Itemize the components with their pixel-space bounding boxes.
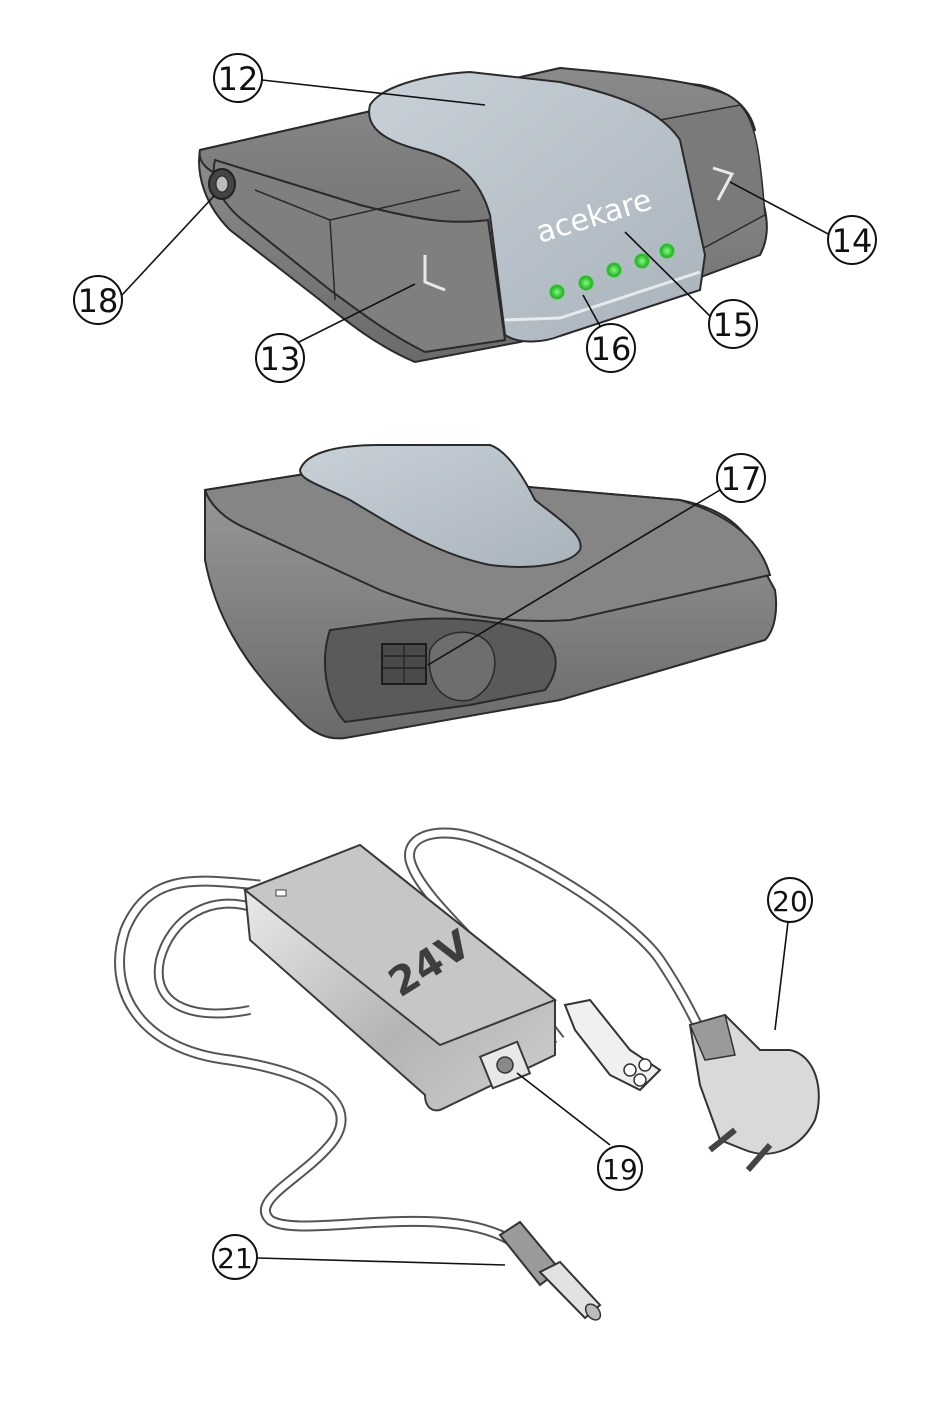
recess-bump — [429, 632, 495, 700]
svg-text:17: 17 — [721, 460, 762, 498]
output-connector — [382, 644, 426, 684]
svg-text:20: 20 — [772, 885, 808, 918]
led-indicator — [607, 263, 621, 277]
svg-text:13: 13 — [260, 340, 301, 378]
c5-plug — [565, 1000, 660, 1090]
callout-21: 21 — [213, 1235, 257, 1279]
dc-plug — [500, 1222, 603, 1323]
svg-text:18: 18 — [78, 282, 119, 320]
callout-13: 13 — [256, 334, 304, 382]
callout-16: 16 — [587, 324, 635, 372]
led-indicator — [579, 276, 593, 290]
svg-text:19: 19 — [602, 1153, 638, 1186]
svg-text:12: 12 — [218, 60, 259, 98]
callout-17: 17 — [717, 454, 765, 502]
battery-top-view: acekare — [199, 68, 767, 362]
charging-port — [209, 169, 235, 199]
led-indicator — [550, 285, 564, 299]
wall-plug — [690, 1015, 819, 1170]
svg-text:15: 15 — [713, 306, 754, 344]
callout-12: 12 — [214, 54, 262, 102]
svg-text:16: 16 — [591, 330, 632, 368]
led-indicator — [635, 254, 649, 268]
callout-15: 15 — [709, 300, 757, 348]
led-indicator — [660, 244, 674, 258]
battery-bottom-view — [205, 445, 776, 738]
callout-18: 18 — [74, 276, 122, 324]
dc-cable-loop — [159, 904, 260, 1014]
svg-text:21: 21 — [217, 1242, 253, 1275]
callout-19: 19 — [598, 1146, 642, 1190]
svg-text:14: 14 — [832, 222, 873, 260]
callout-20: 20 — [768, 878, 812, 922]
callout-14: 14 — [828, 216, 876, 264]
adapter-indicator-light — [276, 890, 286, 896]
